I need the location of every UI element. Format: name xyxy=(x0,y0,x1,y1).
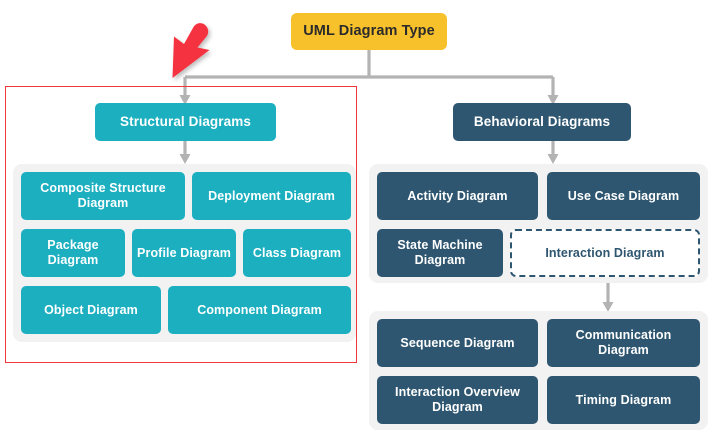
node-component-diagram[interactable]: Component Diagram xyxy=(168,286,351,334)
node-uml-diagram-type[interactable]: UML Diagram Type xyxy=(291,13,447,50)
node-timing-diagram[interactable]: Timing Diagram xyxy=(547,376,700,424)
node-use-case-diagram[interactable]: Use Case Diagram xyxy=(547,172,700,220)
node-structural-diagrams[interactable]: Structural Diagrams xyxy=(95,103,276,141)
node-communication-diagram[interactable]: Communication Diagram xyxy=(547,319,700,367)
node-activity-diagram[interactable]: Activity Diagram xyxy=(377,172,538,220)
node-package-diagram[interactable]: Package Diagram xyxy=(21,229,125,277)
node-deployment-diagram[interactable]: Deployment Diagram xyxy=(192,172,351,220)
node-interaction-overview-diagram[interactable]: Interaction Overview Diagram xyxy=(377,376,538,424)
node-class-diagram[interactable]: Class Diagram xyxy=(243,229,351,277)
arrowhead-behavioral-panel xyxy=(547,154,559,164)
arrowhead-interaction-panel xyxy=(602,302,614,312)
node-state-machine-diagram[interactable]: State Machine Diagram xyxy=(377,229,503,277)
node-composite-structure-diagram[interactable]: Composite Structure Diagram xyxy=(21,172,185,220)
arrowhead-structural xyxy=(179,95,191,105)
node-profile-diagram[interactable]: Profile Diagram xyxy=(132,229,236,277)
arrowhead-structural-panel xyxy=(179,154,191,164)
arrowhead-behavioral xyxy=(547,95,559,105)
node-object-diagram[interactable]: Object Diagram xyxy=(21,286,161,334)
node-interaction-diagram[interactable]: Interaction Diagram xyxy=(510,229,700,277)
node-sequence-diagram[interactable]: Sequence Diagram xyxy=(377,319,538,367)
node-behavioral-diagrams[interactable]: Behavioral Diagrams xyxy=(453,103,631,141)
